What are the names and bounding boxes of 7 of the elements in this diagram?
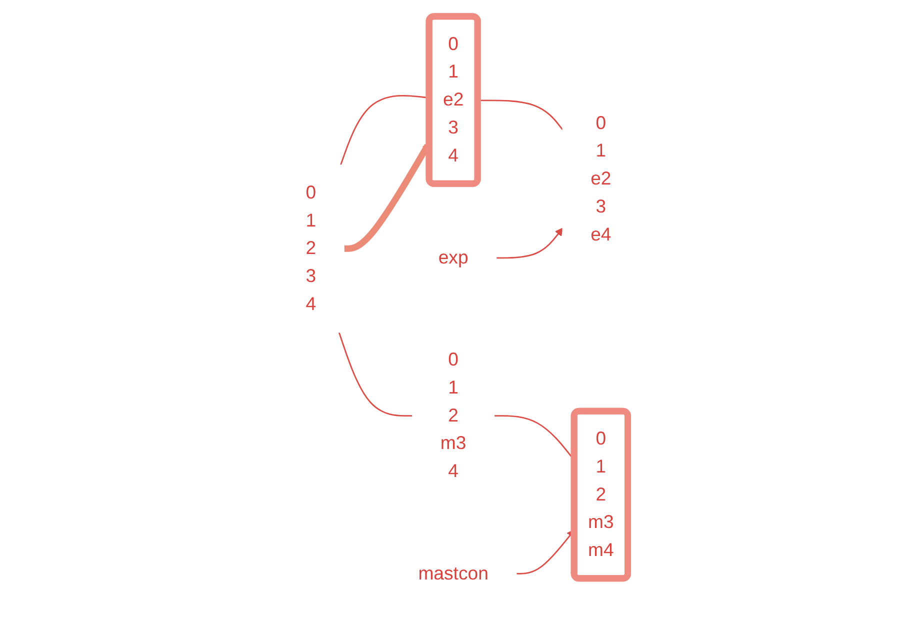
node-text: 0 1 2 m3 4 — [440, 349, 466, 482]
connector — [338, 332, 412, 416]
node-text: mastcon — [418, 562, 488, 584]
node-text: 0 1 2 3 4 — [305, 182, 316, 314]
node-text: exp — [438, 247, 468, 268]
node-text: 0 1 e2 3 e4 — [590, 112, 611, 244]
arrow — [496, 227, 563, 258]
